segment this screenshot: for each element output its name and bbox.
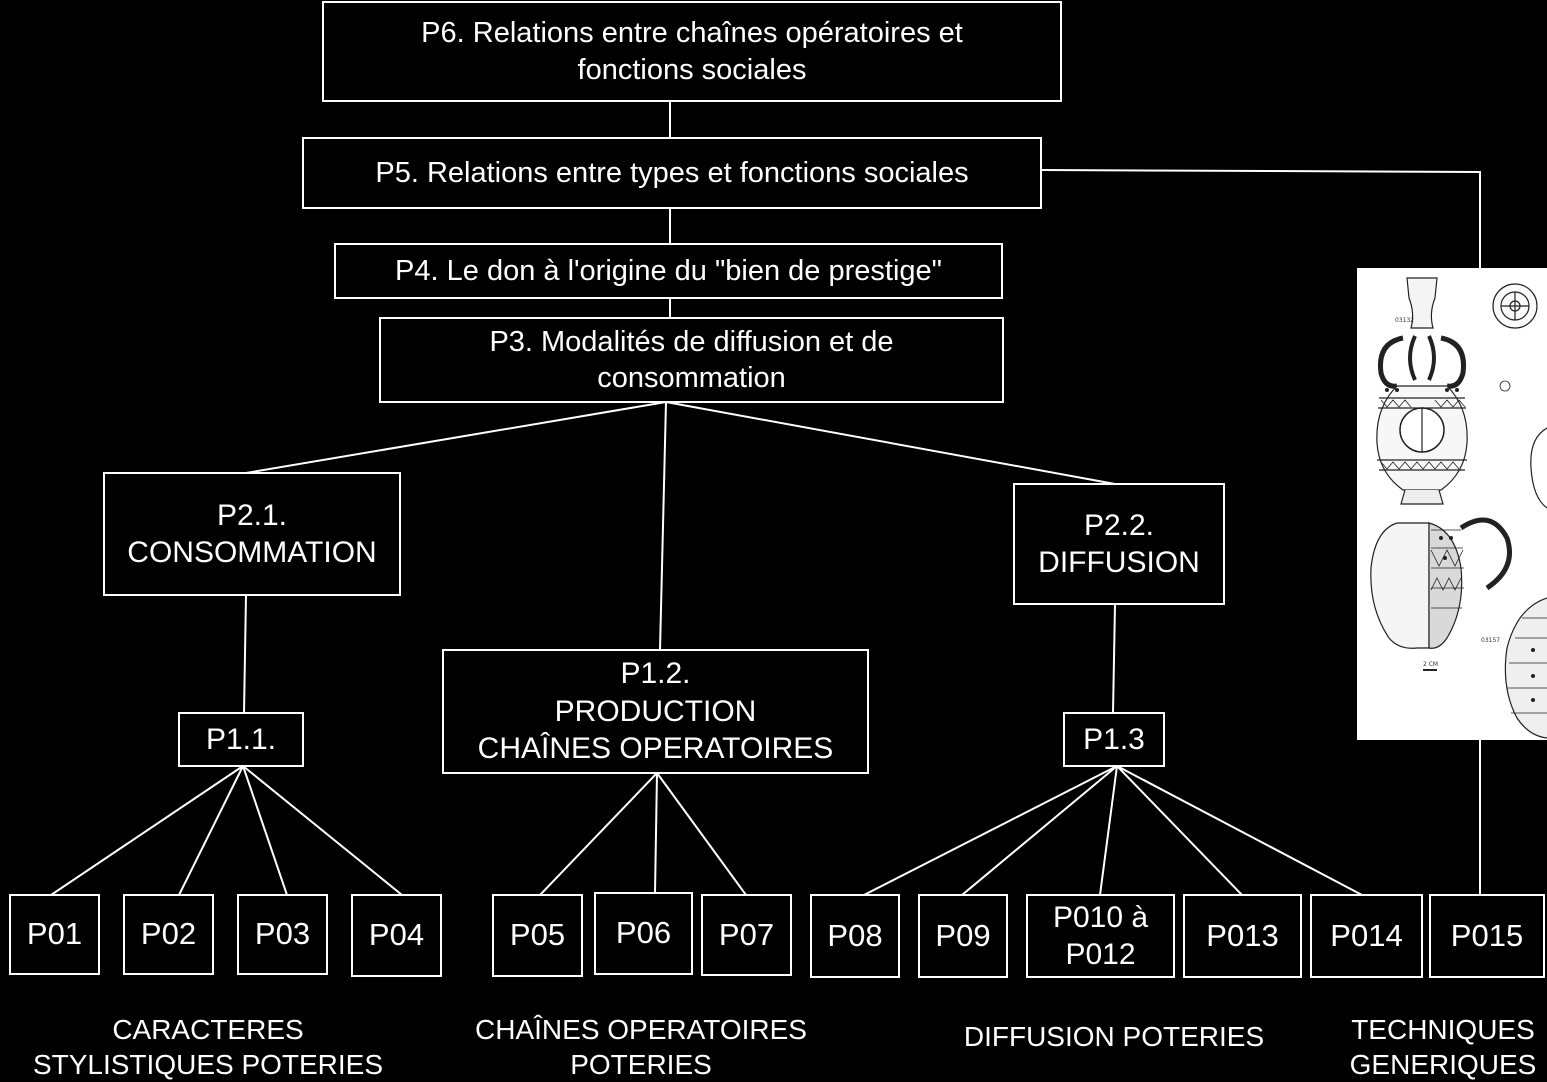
node-p5: P5. Relations entre types et fonctions s…: [302, 137, 1042, 209]
connector-p13-p08: [863, 765, 1118, 896]
connector-p3-p12: [659, 401, 667, 651]
pottery-illustration: 03132 03157 2 CM: [1357, 268, 1547, 740]
pottery-drawing: 03132 03157 2 CM: [1370, 277, 1547, 739]
leaf-p015: P015: [1429, 894, 1545, 978]
node-p4: P4. Le don à l'origine du "bien de prest…: [334, 243, 1003, 299]
connector-p3-p21: [245, 401, 667, 474]
illustration-scale-label: 2 CM: [1423, 661, 1438, 668]
connector-p12-p06: [654, 772, 658, 894]
connector-p21-p11: [243, 594, 247, 714]
caption-diffusion: DIFFUSION POTERIES: [963, 1021, 1265, 1052]
leaf-p04: P04: [351, 894, 442, 977]
caption-techniques: TECHNIQUES GENERIQUES: [1349, 1014, 1537, 1080]
node-p13: P1.3: [1063, 712, 1165, 767]
leaf-p09: P09: [918, 894, 1008, 978]
leaf-p07: P07: [701, 894, 792, 976]
leaf-p010-p012: P010 à P012: [1026, 894, 1175, 978]
node-p22: P2.2. DIFFUSION: [1013, 483, 1225, 605]
caption-chains: CHAÎNES OPERATOIRES POTERIES: [475, 1014, 807, 1080]
leaf-p05: P05: [492, 894, 583, 977]
connector-p3-p22: [665, 401, 1116, 485]
connector-p13-p09: [961, 765, 1118, 896]
connector-p11-p01: [50, 765, 244, 896]
node-p6: P6. Relations entre chaînes opératoires …: [322, 1, 1062, 102]
connector-p12-p07: [656, 772, 747, 896]
illustration-label-2: 03157: [1481, 637, 1500, 644]
caption-stylistic: CARACTERES STYLISTIQUES POTERIES: [32, 1014, 384, 1080]
node-p11: P1.1.: [178, 712, 304, 767]
connector-p11-p04: [242, 765, 403, 896]
connector-p12-p05: [539, 772, 658, 896]
node-p12: P1.2. PRODUCTION CHAÎNES OPERATOIRES: [442, 649, 869, 774]
connector-p13-p014: [1116, 765, 1363, 896]
leaf-p013: P013: [1183, 894, 1302, 978]
leaf-p08: P08: [810, 894, 900, 978]
leaf-p06: P06: [594, 892, 693, 975]
connector-p22-p13: [1112, 603, 1116, 714]
connector-p11-p03: [242, 765, 288, 896]
leaf-p03: P03: [237, 894, 328, 975]
node-p3: P3. Modalités de diffusion et de consomm…: [379, 317, 1004, 403]
connector-p13-p013: [1116, 765, 1243, 896]
connector-p13-p010: [1099, 765, 1118, 896]
illustration-label-1: 03132: [1395, 317, 1414, 324]
connector-p11-p02: [178, 765, 244, 896]
node-p21: P2.1. CONSOMMATION: [103, 472, 401, 596]
leaf-p014: P014: [1310, 894, 1423, 978]
leaf-p02: P02: [123, 894, 214, 975]
leaf-p01: P01: [9, 894, 100, 975]
